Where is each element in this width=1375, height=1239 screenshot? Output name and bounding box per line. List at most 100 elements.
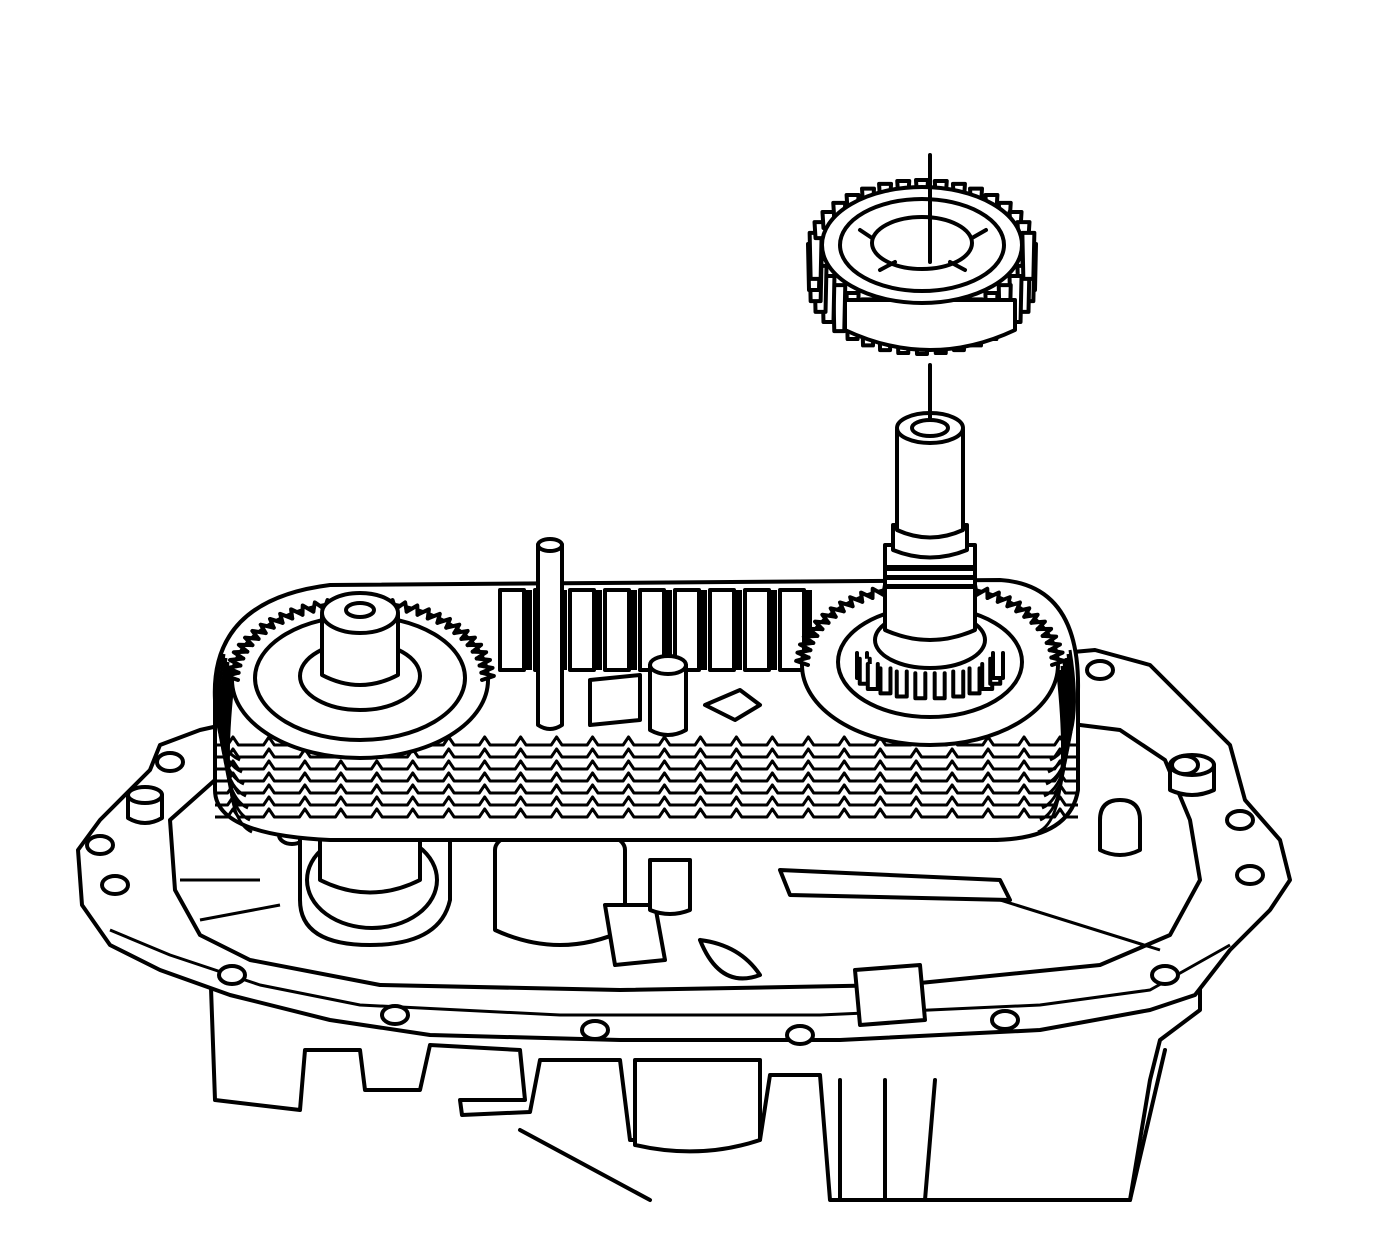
- sprocket-tooth: [278, 611, 295, 625]
- sprocket-tooth: [258, 622, 276, 636]
- case-web-3: [999, 898, 1161, 952]
- case-seal-line: [109, 928, 1231, 1017]
- sprocket-tooth: [801, 633, 820, 645]
- upper-gear-slot-3: [878, 260, 897, 272]
- shift-lug: [703, 688, 762, 722]
- mode-fork-block: [853, 963, 927, 1027]
- chain-link-top: [498, 588, 526, 672]
- bolt-hole: [85, 834, 115, 856]
- sprocket-tooth: [452, 628, 470, 641]
- shift-bracket: [588, 673, 642, 727]
- sprocket-tooth: [225, 663, 243, 675]
- case-rib-4: [1128, 1048, 1167, 1202]
- sprocket-tooth: [289, 607, 305, 621]
- sprocket-tooth: [415, 607, 431, 621]
- sprocket-tooth: [300, 603, 316, 617]
- sprocket-tooth: [444, 622, 462, 636]
- bolt-hole: [580, 1019, 610, 1041]
- chain-plate-row: [215, 795, 1078, 807]
- bolt-hole: [100, 874, 130, 896]
- shift-block: [603, 903, 667, 967]
- mainshaft: [883, 363, 977, 642]
- shift-rail-main: [536, 543, 564, 731]
- sprocket-tooth: [985, 590, 1001, 604]
- chain-link-gap: [629, 590, 637, 670]
- sprocket-tooth: [1014, 606, 1032, 619]
- chain-link-top: [743, 588, 771, 672]
- sprocket-tooth: [870, 586, 886, 600]
- sprocket-tooth: [1022, 612, 1040, 625]
- chain-end-band-right: [1037, 673, 1064, 834]
- chain-link-gap: [769, 590, 777, 670]
- chain-link-gap: [664, 590, 672, 670]
- bolt-hole: [1235, 864, 1265, 886]
- chain-plate-row: [215, 759, 1078, 771]
- sprocket-tooth: [1029, 619, 1047, 632]
- shift-rails: [536, 537, 762, 737]
- sprocket-tooth: [995, 595, 1012, 609]
- sprocket-tooth: [425, 611, 442, 625]
- bolt-hole: [1150, 964, 1180, 986]
- bolt-hole: [1225, 809, 1255, 831]
- upper-gear-ring: [838, 197, 1006, 293]
- chain-link-top: [568, 588, 596, 672]
- sprocket-tooth: [1035, 626, 1054, 638]
- chain-link-top: [603, 588, 631, 672]
- sprocket-tooth: [479, 670, 496, 682]
- sprocket-tooth: [477, 663, 495, 675]
- chain-link-gap: [594, 590, 602, 670]
- sprocket-tooth: [243, 635, 261, 648]
- sprocket-tooth: [828, 606, 846, 619]
- sprocket-tooth: [806, 626, 825, 638]
- upper-gear-hub-skirt: [843, 298, 1017, 352]
- mainshaft-spline-bands: [885, 565, 975, 589]
- bolt-hole: [1170, 754, 1200, 776]
- upper-gear-bore: [870, 215, 974, 271]
- shift-rail-stub: [648, 858, 692, 916]
- sprocket-tooth: [268, 616, 285, 630]
- sprocket-tooth: [459, 635, 477, 648]
- spline-tooth: [894, 669, 909, 699]
- case-boss: [633, 1058, 762, 1154]
- sprocket-tooth: [228, 656, 246, 668]
- chain-plate-row: [215, 771, 1078, 783]
- sprocket-tooth: [794, 655, 811, 667]
- shift-rail-secondary: [648, 663, 688, 737]
- upper-gear-slot-2: [970, 228, 988, 240]
- upper-gear-slot-4: [948, 260, 967, 272]
- sprocket-tooth: [1047, 648, 1065, 660]
- chain-link-top: [708, 588, 736, 672]
- gear-tooth: [1020, 230, 1037, 281]
- sprocket-tooth: [798, 640, 816, 653]
- sprocket-tooth: [795, 648, 813, 660]
- shift-rail-secondary-tip: [648, 654, 688, 676]
- shift-fork: [778, 868, 1012, 902]
- spline-tooth: [991, 651, 1005, 680]
- case-web-2: [199, 903, 281, 922]
- shift-rail-tip: [536, 537, 564, 553]
- dowel-pin-left: [126, 785, 164, 825]
- sprocket-tooth: [465, 642, 484, 654]
- sprocket-tooth: [236, 642, 255, 654]
- spline-tooth: [967, 666, 982, 696]
- bolt-hole: [1085, 659, 1115, 681]
- mainshaft-upper: [895, 428, 965, 540]
- case-magnet: [1098, 798, 1142, 857]
- chain-end-band-left: [226, 673, 253, 834]
- spline-tooth: [865, 662, 880, 692]
- chain-plate-row: [215, 783, 1078, 795]
- bolt-hole: [155, 751, 185, 773]
- bolt-hole: [380, 1004, 410, 1026]
- sprocket-tooth: [224, 670, 241, 682]
- sprocket-tooth: [231, 649, 250, 661]
- upper-gear: [806, 153, 1038, 356]
- sprocket-tooth: [838, 600, 855, 614]
- bolt-hole: [785, 1024, 815, 1046]
- front-output-shaft: [320, 613, 400, 687]
- upper-gear-face: [820, 185, 1024, 305]
- bolt-hole: [217, 964, 247, 986]
- chain-plate-row: [215, 807, 1078, 819]
- case-leader-line: [518, 1128, 652, 1202]
